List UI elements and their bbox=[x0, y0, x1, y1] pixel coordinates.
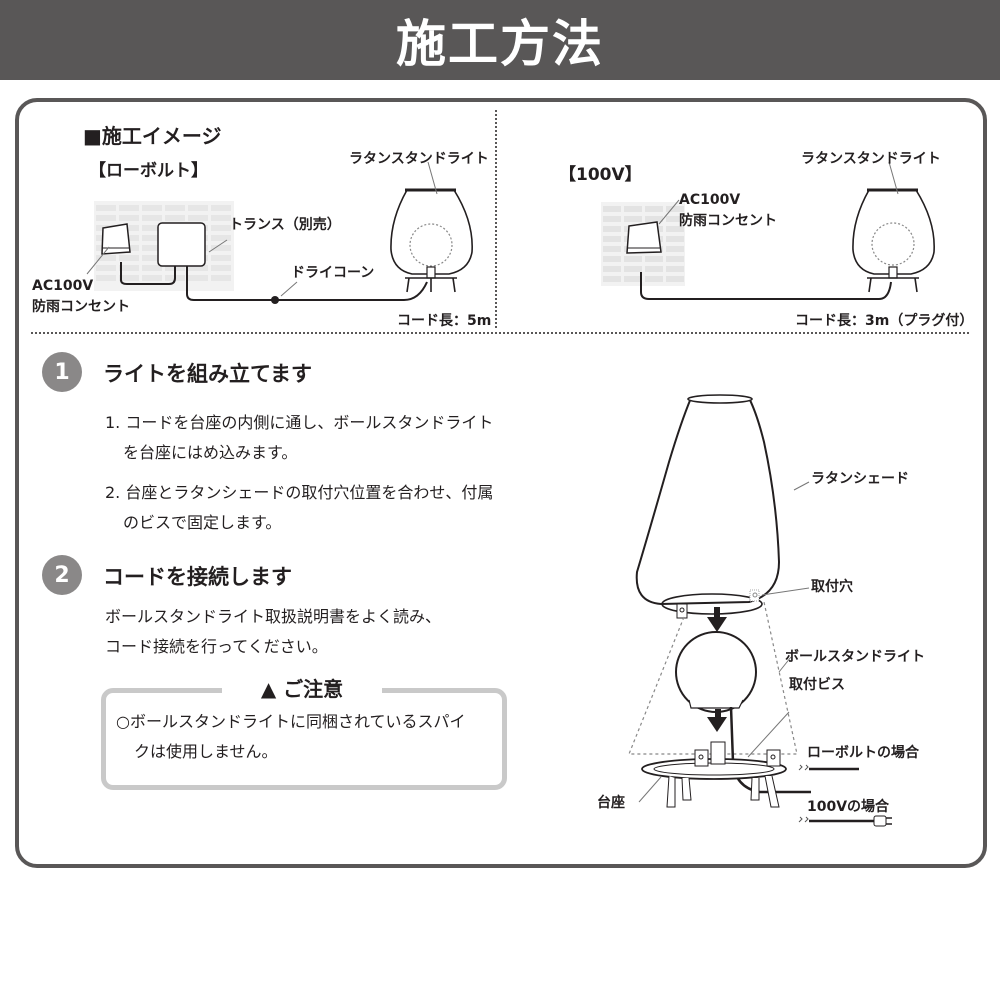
low-voltage-label: 【ローボルト】 bbox=[89, 161, 208, 181]
outlet-label-line1: AC100V bbox=[32, 278, 94, 294]
caution-heading: ▲ ご注意 bbox=[222, 673, 382, 702]
outlet-label-line2: 防雨コンセント bbox=[32, 299, 130, 315]
caution-line2: クは使用しません。 bbox=[134, 742, 278, 761]
warning-triangle-icon: ▲ bbox=[260, 677, 277, 701]
v100-outlet-label-line1: AC100V bbox=[679, 192, 741, 208]
step-2-line1: ボールスタンドライト取扱説明書をよく読み、 bbox=[105, 607, 442, 626]
step-1-title: ライトを組み立てます bbox=[103, 362, 312, 386]
cord-length-low-voltage: コード長：5m bbox=[397, 313, 492, 329]
v100-case-label: 100Vの場合 bbox=[807, 799, 890, 815]
transformer-label: トランス（別売） bbox=[229, 217, 341, 233]
v100-outlet-label-line2: 防雨コンセント bbox=[679, 213, 777, 229]
shade-label: ラタンシェード bbox=[811, 471, 909, 487]
step-2-badge: 2 bbox=[42, 555, 82, 595]
step-1-item-1-line1: 1. コードを台座の内側に通し、ボールスタンドライト bbox=[105, 413, 494, 432]
section-divider-horizontal bbox=[31, 332, 969, 334]
step-1-item-2-line2: のビスで固定します。 bbox=[123, 513, 282, 532]
ball-light-label: ボールスタンドライト bbox=[785, 649, 925, 665]
section-divider-vertical bbox=[495, 110, 497, 328]
low-voltage-case-label: ローボルトの場合 bbox=[807, 745, 919, 761]
cord-length-v100: コード長：3m（プラグ付） bbox=[795, 313, 974, 329]
step-1-item-1-line2: を台座にはめ込みます。 bbox=[123, 443, 298, 462]
light-label-v100: ラタンスタンドライト bbox=[801, 151, 941, 167]
mounting-screw-label: 取付ビス bbox=[789, 677, 845, 693]
v100-wiring-diagram bbox=[601, 161, 935, 300]
page-title: 施工方法 bbox=[396, 15, 604, 73]
page-header: 施工方法 bbox=[0, 0, 1000, 80]
caution-line1: ○ボールスタンドライトに同梱されているスパイ bbox=[116, 712, 466, 731]
v100-label: 【100V】 bbox=[559, 165, 642, 185]
step-2-title: コードを接続します bbox=[103, 565, 292, 589]
instruction-panel: ■施工イメージ 【ローボルト】 bbox=[15, 98, 987, 868]
light-label-low-voltage: ラタンスタンドライト bbox=[349, 151, 489, 167]
mounting-hole-label: 取付穴 bbox=[811, 579, 853, 595]
assembly-diagram bbox=[628, 394, 892, 827]
base-label: 台座 bbox=[597, 795, 625, 811]
step-2-line2: コード接続を行ってください。 bbox=[105, 637, 328, 656]
caution-text: ○ボールスタンドライトに同梱されているスパイ クは使用しません。 bbox=[116, 707, 465, 767]
low-voltage-wiring-diagram bbox=[86, 161, 473, 304]
caution-box: ▲ ご注意 ○ボールスタンドライトに同梱されているスパイ クは使用しません。 bbox=[101, 673, 507, 790]
step-1-item-2-line1: 2. 台座とラタンシェードの取付穴位置を合わせ、付属 bbox=[105, 483, 494, 502]
image-section-heading: ■施工イメージ bbox=[83, 124, 222, 148]
dry-cone-label: ドライコーン bbox=[291, 265, 375, 281]
caution-title: ご注意 bbox=[283, 677, 344, 701]
step-1-badge: 1 bbox=[42, 352, 82, 392]
